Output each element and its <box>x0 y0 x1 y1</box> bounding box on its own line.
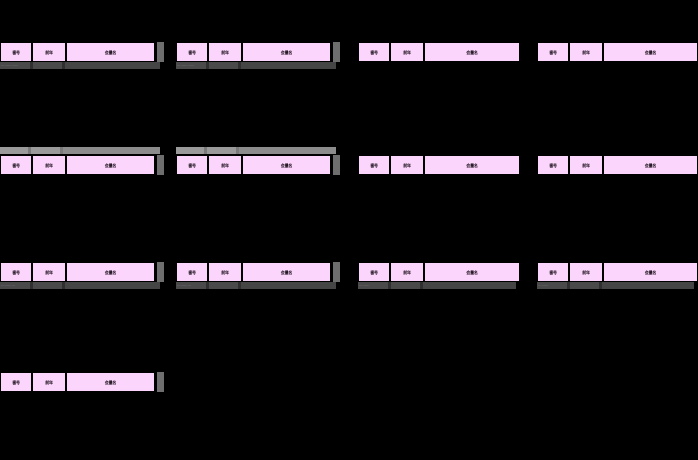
widget-r2c3-cell-date[interactable]: 前年 <box>390 155 424 175</box>
widget-r2c2-cell-date[interactable]: 前年 <box>208 155 242 175</box>
widget-r3c2-scrollbar-thumb[interactable] <box>333 262 340 282</box>
widget-r3c2[interactable]: …………番号前年会量名 <box>176 262 340 289</box>
widget-r2c1-cell-number[interactable]: 番号 <box>0 155 32 175</box>
widget-r1c2-cell-date[interactable]: 前年 <box>208 42 242 62</box>
widget-r1c4[interactable]: 番号前年会量名 <box>537 42 698 62</box>
widget-r3c2-cell-number[interactable]: 番号 <box>176 262 208 282</box>
widget-r2c2-cell-number[interactable]: 番号 <box>176 155 208 175</box>
widget-r3c3-cell-date[interactable]: 前年 <box>390 262 424 282</box>
widget-r2c1[interactable]: 番号前年会量名 <box>0 147 164 175</box>
widget-r1c2-cell-number[interactable]: 番号 <box>176 42 208 62</box>
widget-r1c3-cell-name[interactable]: 会量名 <box>424 42 520 62</box>
widget-r1c4-row[interactable]: 番号前年会量名 <box>537 42 698 62</box>
widget-r2c3-row[interactable]: 番号前年会量名 <box>358 155 520 175</box>
widget-r1c3-cell-date[interactable]: 前年 <box>390 42 424 62</box>
widget-r3c4-cell-number[interactable]: 番号 <box>537 262 569 282</box>
widget-r1c2-scrollbar-thumb[interactable] <box>333 42 340 62</box>
widget-r3c4-row[interactable]: 番号前年会量名 <box>537 262 698 282</box>
widget-r1c3-cell-number[interactable]: 番号 <box>358 42 390 62</box>
widget-r1c4-cell-number[interactable]: 番号 <box>537 42 569 62</box>
widget-r2c1-cell-date[interactable]: 前年 <box>32 155 66 175</box>
widget-r1c4-cell-name[interactable]: 会量名 <box>603 42 698 62</box>
widget-r2c2-cell-name[interactable]: 会量名 <box>242 155 331 175</box>
widget-r1c1-dark-bar[interactable]: …………… <box>0 62 160 69</box>
widget-r2c3-cell-number[interactable]: 番号 <box>358 155 390 175</box>
widget-r1c3[interactable]: 番号前年会量名 <box>358 42 520 62</box>
widget-r2c4-cell-number[interactable]: 番号 <box>537 155 569 175</box>
widget-r1c2-cell-name[interactable]: 会量名 <box>242 42 331 62</box>
widget-r4c1-scrollbar-thumb[interactable] <box>157 372 164 392</box>
widget-r3c2-cell-date[interactable]: 前年 <box>208 262 242 282</box>
widget-r2c2[interactable]: 番号前年会量名 <box>176 147 340 175</box>
widget-r3c2-cell-name[interactable]: 会量名 <box>242 262 331 282</box>
widget-r3c3-cell-number[interactable]: 番号 <box>358 262 390 282</box>
widget-r1c1-cell-date[interactable]: 前年 <box>32 42 66 62</box>
widget-r3c3[interactable]: ………番号前年会量名 <box>358 262 520 289</box>
widget-r1c1-row[interactable]: 番号前年会量名 <box>0 42 155 62</box>
widget-r3c2-dark-bar[interactable]: ………… <box>176 282 336 289</box>
widget-r2c4-cell-name[interactable]: 会量名 <box>603 155 698 175</box>
widget-r3c1-cell-number[interactable]: 番号 <box>0 262 32 282</box>
widget-r2c3[interactable]: 番号前年会量名 <box>358 155 520 175</box>
widget-r1c2-row[interactable]: 番号前年会量名 <box>176 42 331 62</box>
widget-r2c4-row[interactable]: 番号前年会量名 <box>537 155 698 175</box>
widget-r3c1-scrollbar-thumb[interactable] <box>157 262 164 282</box>
widget-r3c4[interactable]: ………番号前年会量名 <box>537 262 698 289</box>
widget-r3c1-cell-date[interactable]: 前年 <box>32 262 66 282</box>
widget-r2c1-cell-name[interactable]: 会量名 <box>66 155 155 175</box>
widget-r1c1-cell-name[interactable]: 会量名 <box>66 42 155 62</box>
widget-r3c2-row[interactable]: 番号前年会量名 <box>176 262 331 282</box>
widget-r2c3-cell-name[interactable]: 会量名 <box>424 155 520 175</box>
widget-r1c2-dark-bar[interactable]: …………… <box>176 62 336 69</box>
widget-r3c3-dark-bar[interactable]: ……… <box>358 282 516 289</box>
widget-r4c1-cell-date[interactable]: 前年 <box>32 372 66 392</box>
widget-r1c3-row[interactable]: 番号前年会量名 <box>358 42 520 62</box>
widget-r2c1-gray-bar[interactable] <box>0 147 160 154</box>
widget-r4c1[interactable]: 番号前年会量名 <box>0 372 164 392</box>
widget-r2c1-scrollbar-thumb[interactable] <box>157 155 164 175</box>
widget-r2c2-gray-bar[interactable] <box>176 147 336 154</box>
widget-r3c3-cell-name[interactable]: 会量名 <box>424 262 520 282</box>
widget-r3c1[interactable]: …………番号前年会量名 <box>0 262 164 289</box>
widget-r2c4-cell-date[interactable]: 前年 <box>569 155 603 175</box>
widget-r3c4-cell-date[interactable]: 前年 <box>569 262 603 282</box>
widget-r3c1-dark-bar[interactable]: ………… <box>0 282 160 289</box>
widget-r3c4-cell-name[interactable]: 会量名 <box>603 262 698 282</box>
widget-r1c1-scrollbar-thumb[interactable] <box>157 42 164 62</box>
widget-r1c2[interactable]: ……………番号前年会量名 <box>176 42 340 69</box>
widget-r2c2-scrollbar-thumb[interactable] <box>333 155 340 175</box>
widget-r3c3-row[interactable]: 番号前年会量名 <box>358 262 520 282</box>
widget-r4c1-row[interactable]: 番号前年会量名 <box>0 372 155 392</box>
widget-r4c1-cell-number[interactable]: 番号 <box>0 372 32 392</box>
widget-r3c4-dark-bar[interactable]: ……… <box>537 282 694 289</box>
widget-r4c1-cell-name[interactable]: 会量名 <box>66 372 155 392</box>
widget-r3c1-row[interactable]: 番号前年会量名 <box>0 262 155 282</box>
widget-r2c4[interactable]: 番号前年会量名 <box>537 155 698 175</box>
widget-r1c4-cell-date[interactable]: 前年 <box>569 42 603 62</box>
widget-r3c1-cell-name[interactable]: 会量名 <box>66 262 155 282</box>
widget-r1c1-cell-number[interactable]: 番号 <box>0 42 32 62</box>
widget-r2c2-row[interactable]: 番号前年会量名 <box>176 155 331 175</box>
widget-r2c1-row[interactable]: 番号前年会量名 <box>0 155 155 175</box>
widget-r1c1[interactable]: ……………番号前年会量名 <box>0 42 164 69</box>
